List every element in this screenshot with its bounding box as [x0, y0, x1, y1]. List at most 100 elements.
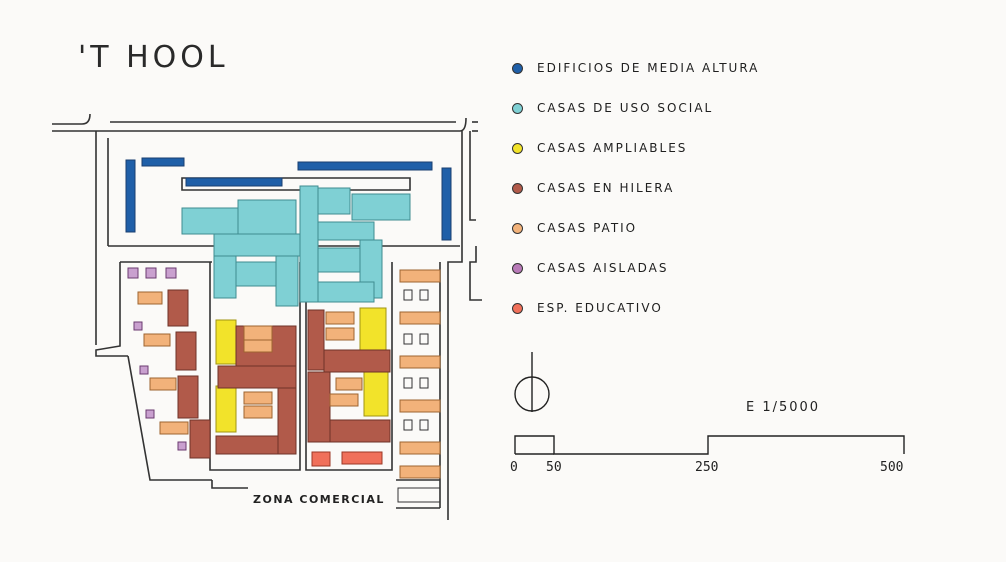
legend-label: ESP. EDUCATIVO [537, 301, 663, 315]
block [329, 419, 391, 443]
block [299, 185, 319, 303]
scale-label: E 1/5000 [746, 400, 821, 415]
block [311, 451, 331, 467]
uso-social-blocks [181, 185, 411, 307]
block [181, 207, 243, 235]
block [341, 451, 383, 465]
plot [403, 377, 413, 389]
block [215, 435, 279, 455]
legend-label: CASAS AISLADAS [537, 261, 669, 275]
legend-label: CASAS EN HILERA [537, 181, 675, 195]
block [149, 377, 177, 391]
plot [403, 289, 413, 301]
block [177, 375, 199, 419]
block [165, 267, 177, 279]
block [189, 419, 211, 459]
educativo-blocks [311, 451, 383, 467]
block [141, 157, 185, 167]
block [145, 267, 157, 279]
block [441, 167, 452, 241]
block [237, 199, 297, 235]
block-outline [181, 177, 411, 191]
legend-dot [512, 182, 523, 194]
legend-label: CASAS AMPLIABLES [537, 141, 688, 155]
block [235, 261, 277, 287]
block [329, 393, 359, 407]
scale-tick-50: 50 [546, 460, 562, 475]
legend-label: CASAS PATIO [537, 221, 638, 235]
road-lines [52, 113, 482, 520]
block [215, 319, 237, 365]
plot [419, 377, 429, 389]
block [399, 465, 441, 479]
block [317, 281, 375, 303]
block [243, 405, 273, 419]
block [351, 193, 411, 221]
road-line [469, 131, 476, 221]
block [399, 441, 441, 455]
block [243, 391, 273, 405]
block [159, 421, 189, 435]
plot [397, 487, 441, 503]
legend-dot [512, 62, 523, 74]
block [277, 387, 297, 455]
aisladas-blocks [127, 267, 187, 451]
block [307, 309, 325, 371]
block [399, 269, 441, 283]
block [317, 187, 351, 215]
legend-item-media-altura: EDIFICIOS DE MEDIA ALTURA [512, 48, 759, 88]
road-line [469, 246, 482, 301]
block [125, 159, 136, 233]
block [335, 377, 363, 391]
legend-dot [512, 262, 523, 274]
plot [419, 419, 429, 431]
scale-tick-250: 250 [695, 460, 719, 475]
block [317, 247, 363, 273]
zona-comercial-label: ZONA COMERCIAL [253, 493, 385, 506]
block [399, 355, 441, 369]
plot [419, 289, 429, 301]
legend-dot [512, 222, 523, 234]
block [215, 385, 237, 433]
block [217, 365, 297, 389]
hilera-blocks [167, 289, 391, 459]
ampliables-blocks [215, 307, 389, 433]
legend-dot [512, 142, 523, 154]
patio-blocks [137, 269, 441, 479]
legend-label: CASAS DE USO SOCIAL [537, 101, 714, 115]
media-altura-blocks [125, 157, 452, 241]
block [175, 331, 197, 371]
block [133, 321, 143, 331]
block [325, 311, 355, 325]
block [145, 409, 155, 419]
plot [403, 333, 413, 345]
block [137, 291, 163, 305]
road-line [52, 117, 467, 132]
road-line [52, 113, 91, 125]
block [213, 233, 301, 257]
block-outline [305, 262, 393, 471]
legend: EDIFICIOS DE MEDIA ALTURA CASAS DE USO S… [512, 48, 759, 328]
block [317, 221, 375, 241]
block [275, 255, 299, 307]
block [307, 371, 331, 443]
block [325, 327, 355, 341]
road-line [127, 355, 212, 481]
map-title: 'T HOOL [78, 40, 229, 75]
block [297, 161, 433, 171]
legend-item-uso-social: CASAS DE USO SOCIAL [512, 88, 759, 128]
legend-item-educativo: ESP. EDUCATIVO [512, 288, 759, 328]
plot [403, 419, 413, 431]
block [143, 333, 171, 347]
block [185, 177, 283, 187]
block [213, 255, 237, 299]
block-outline [209, 262, 301, 471]
plot-outlines [397, 289, 441, 503]
road-line [95, 262, 128, 357]
block [177, 441, 187, 451]
block [243, 339, 273, 353]
block [167, 289, 189, 327]
scale-tick-500: 500 [880, 460, 904, 475]
block [359, 307, 387, 351]
